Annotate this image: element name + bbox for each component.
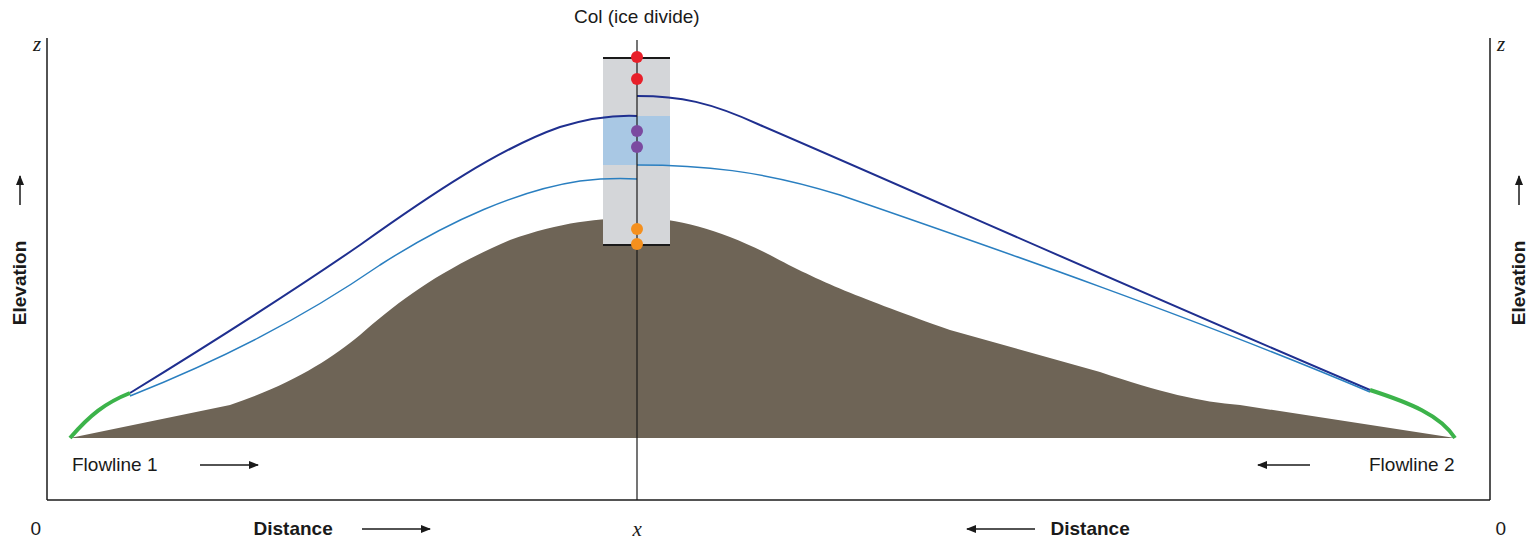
surface-line [130,116,637,393]
axis-label: x [633,517,642,541]
sample-dot [631,51,643,63]
direction-arrow [200,464,258,466]
flowline-label: Flowline 1 [72,454,158,476]
surface-line [637,96,1370,390]
ice-margin [1370,390,1455,438]
sample-dot [631,141,643,153]
direction-arrow [1518,176,1520,205]
axis-title: Distance [1051,518,1130,540]
title-label: Col (ice divide) [574,6,700,28]
sample-dot [631,73,643,85]
axis-tick: 0 [1496,518,1507,540]
direction-arrow [362,528,430,530]
direction-arrow [1258,464,1310,466]
axis-label: z [33,32,41,56]
ice-margin [70,393,130,438]
direction-arrow [19,176,21,205]
axis-title: Elevation [9,241,31,325]
sample-dot [631,223,643,235]
divide-line [636,40,637,500]
sample-dot [631,238,643,250]
axis-tick: 0 [31,518,42,540]
axis-label: z [1497,32,1505,56]
layer-line [637,165,1370,392]
layer-line [130,178,637,396]
sample-dot [631,125,643,137]
direction-arrow [967,528,1035,530]
axis-line [1489,38,1491,500]
axis-line [47,499,1490,501]
axis-title: Elevation [1508,241,1530,325]
axis-title: Distance [254,518,333,540]
axis-line [46,38,48,500]
flowline-label: Flowline 2 [1369,454,1455,476]
